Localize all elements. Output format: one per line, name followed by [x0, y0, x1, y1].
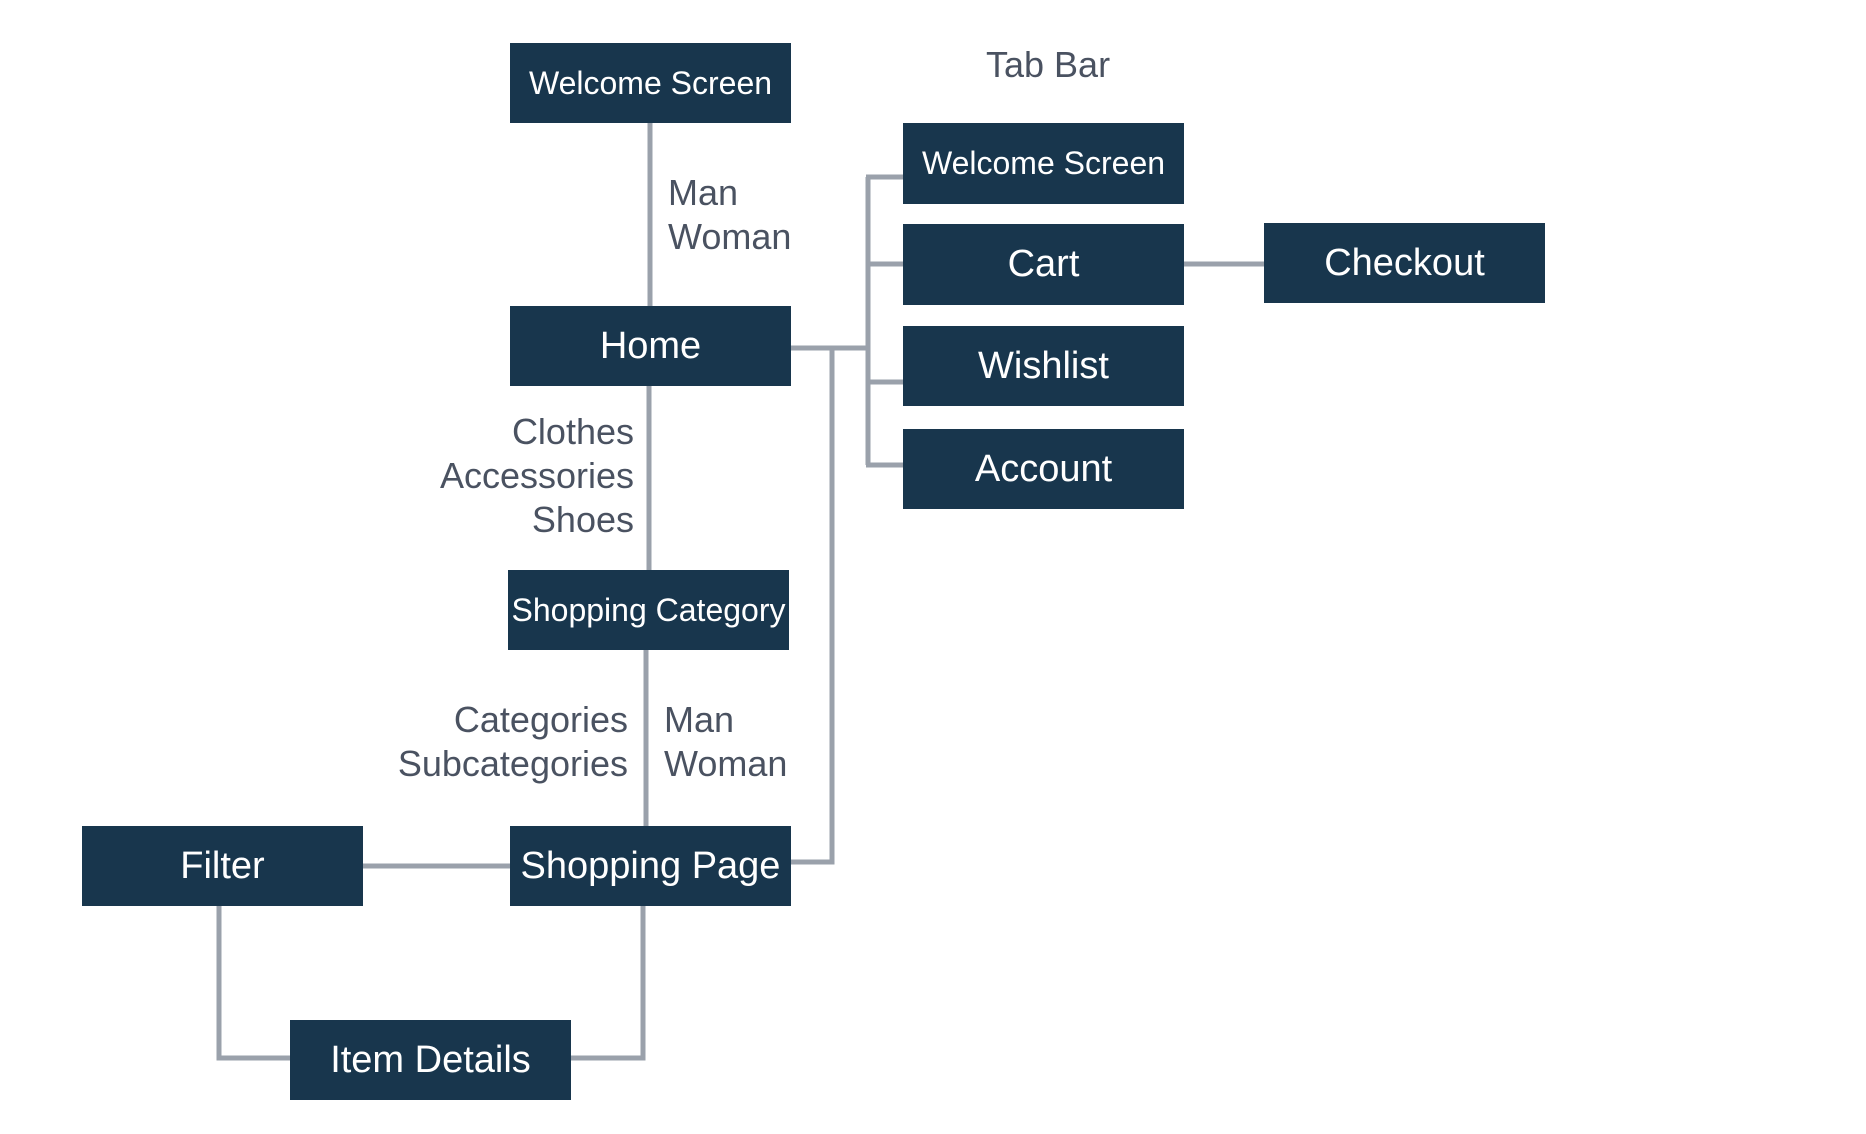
tab-bar-title: Tab Bar — [986, 44, 1111, 85]
node-tab-welcome-screen: Welcome Screen — [903, 123, 1184, 204]
connector-page-item — [570, 906, 646, 1061]
node-tab-cart: Cart — [903, 224, 1184, 305]
node-shopping-page: Shopping Page — [510, 826, 791, 906]
edge-label-category-page-right: Man Woman — [664, 699, 788, 784]
node-item-details: Item Details — [290, 1020, 571, 1100]
node-tab-account: Account — [903, 429, 1184, 509]
node-tab-wishlist: Wishlist — [903, 326, 1184, 406]
edge-label-category-page-left: Categories Subcategories — [397, 699, 628, 784]
node-welcome-screen: Welcome Screen — [510, 43, 791, 123]
node-filter: Filter — [82, 826, 363, 906]
edge-label-welcome-home: Man Woman — [668, 172, 792, 257]
connector-filter-item — [216, 906, 290, 1061]
connector-page-tabbar — [791, 348, 835, 865]
node-shopping-category: Shopping Category — [508, 570, 789, 650]
node-home: Home — [510, 306, 791, 386]
node-checkout: Checkout — [1264, 223, 1545, 303]
edge-label-home-category: Clothes Accessories Shoes — [439, 411, 634, 540]
